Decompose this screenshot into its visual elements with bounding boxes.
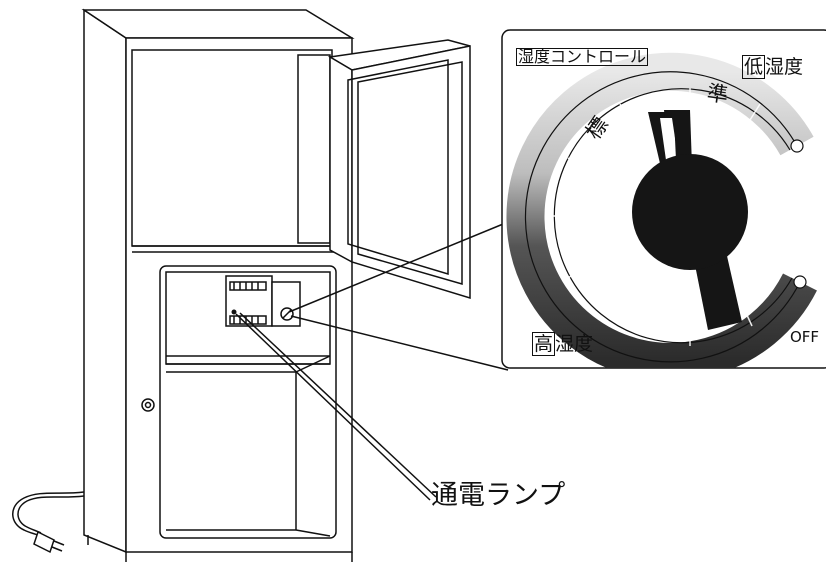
low-humidity-label: 低湿度 xyxy=(742,55,804,79)
power-cord xyxy=(12,491,85,537)
low-humidity-box: 低 xyxy=(742,55,766,79)
high-humidity-suffix: 湿度 xyxy=(555,333,594,355)
power-lamp-icon xyxy=(231,309,237,315)
cabinet-door xyxy=(327,39,471,300)
side-knob-icon xyxy=(141,398,155,412)
cabinet xyxy=(81,8,355,562)
dial-knob[interactable] xyxy=(632,110,748,330)
dial-title: 湿度コントロール xyxy=(516,47,649,66)
plug-icon xyxy=(33,530,65,554)
dial-ring xyxy=(506,52,817,368)
power-lamp-label: 通電ランプ xyxy=(431,480,566,511)
high-humidity-box: 高 xyxy=(532,332,556,356)
off-label: OFF xyxy=(790,328,820,346)
humidity-dial-panel xyxy=(501,29,826,369)
high-humidity-label: 高湿度 xyxy=(532,332,594,356)
standard-mark-jun: 準 xyxy=(705,80,730,108)
control-unit xyxy=(225,275,301,327)
leader-lines xyxy=(235,221,509,501)
low-humidity-suffix: 湿度 xyxy=(765,56,804,78)
